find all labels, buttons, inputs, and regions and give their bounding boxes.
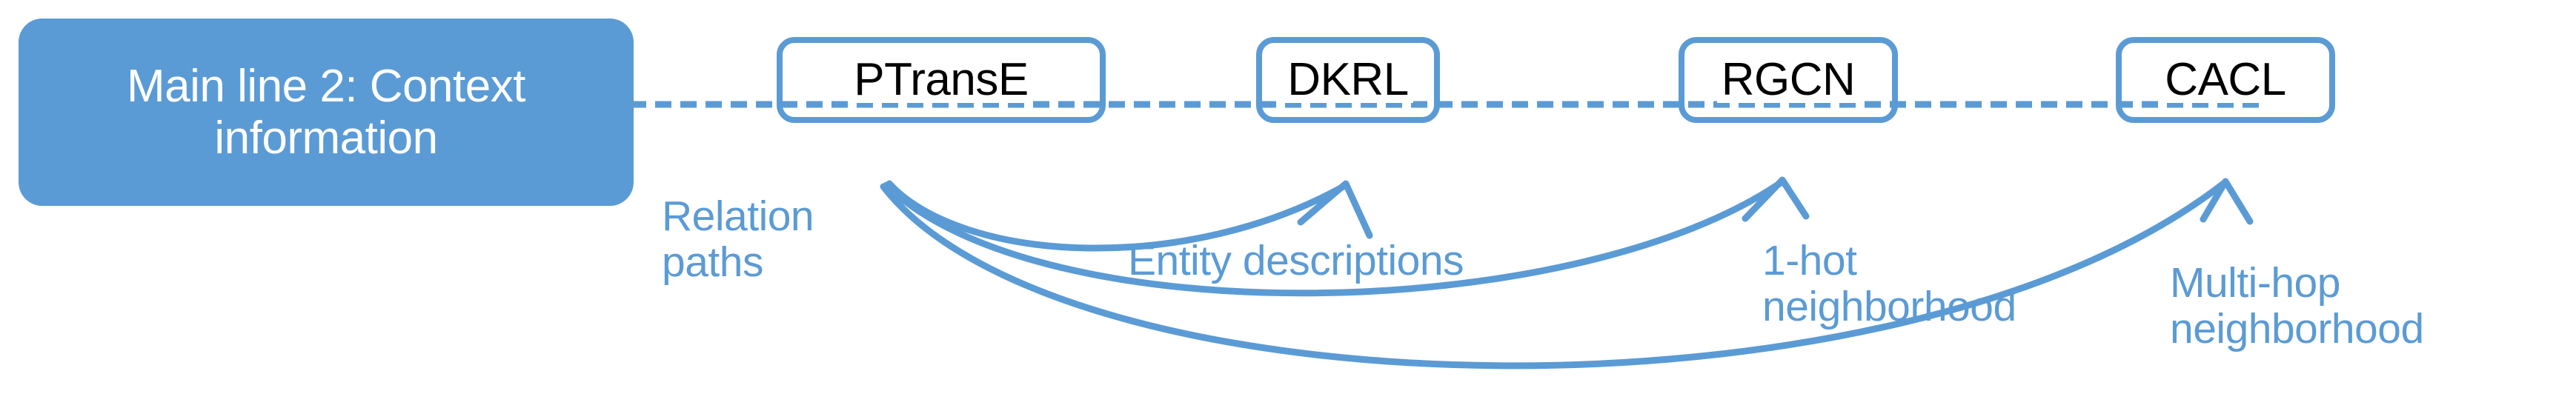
timeline-node-label: PTransE: [849, 57, 1033, 103]
banner-line-2: information: [214, 112, 438, 164]
timeline-node-ptranse[interactable]: PTransE: [777, 37, 1106, 123]
timeline-node-cacl[interactable]: CACL: [2116, 37, 2335, 123]
banner-line-1: Main line 2: Context: [127, 61, 525, 113]
arrow-ptranse-to-cacl: [880, 180, 2227, 370]
edge-label-line-1: Relation: [662, 193, 814, 240]
edge-label-line-2: neighborhood: [2170, 304, 2424, 352]
arrowhead-cacl: [2200, 178, 2254, 225]
edge-label-line-1: Entity descriptions: [1128, 237, 1464, 284]
timeline-node-rgcn[interactable]: RGCN: [1679, 37, 1898, 123]
timeline-node-label: RGCN: [1716, 57, 1860, 103]
edge-label-entity-descriptions: Entity descriptions: [1128, 238, 1464, 284]
arrowhead-rgcn: [1742, 176, 1810, 222]
edge-label-line-2: neighborhood: [1762, 282, 2016, 330]
edge-label-line-1: Multi-hop: [2170, 259, 2340, 307]
arrowhead-dkrl: [1297, 180, 1373, 239]
timeline-node-label: DKRL: [1283, 57, 1413, 103]
timeline-node-label: CACL: [2160, 57, 2291, 103]
edge-label-line-1: 1-hot: [1762, 237, 1857, 284]
timeline-node-dkrl[interactable]: DKRL: [1256, 37, 1440, 123]
edge-label-line-2: paths: [662, 238, 763, 286]
